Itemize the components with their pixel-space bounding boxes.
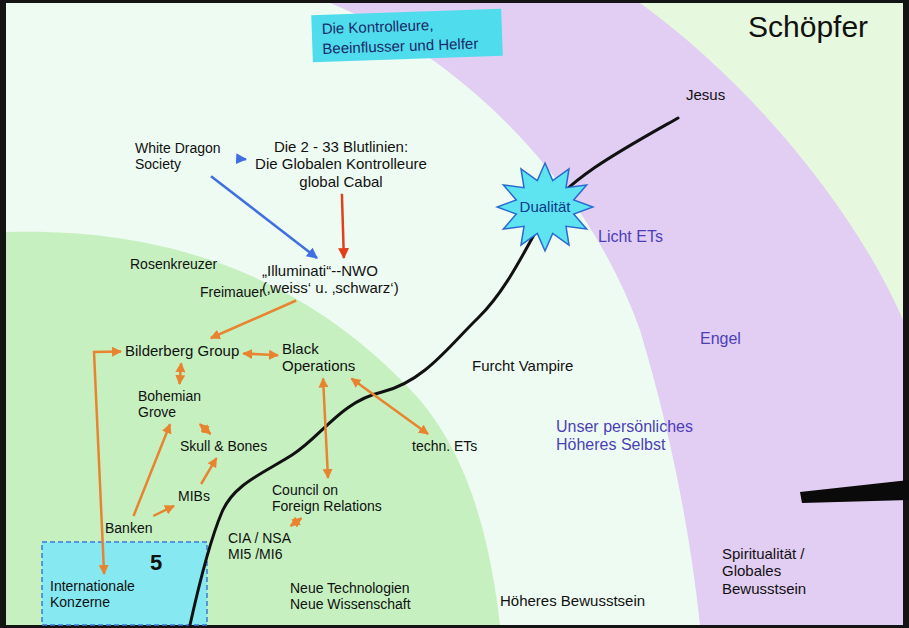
free-label: Furcht Vampire xyxy=(472,357,573,374)
text-node: Bilderberg Group xyxy=(125,342,239,359)
text-node: CIA / NSA MI5 /MI6 xyxy=(228,530,298,562)
path-line xyxy=(190,118,678,625)
text-node: MIBs xyxy=(178,488,210,504)
free-label: Licht ETs xyxy=(598,228,663,246)
node-text: Banken xyxy=(105,520,152,536)
free-label: Schöpfer xyxy=(748,10,868,45)
free-label: 5 xyxy=(150,550,162,575)
text-node: Bohemian Grove xyxy=(138,388,218,420)
free-label: Freimauer xyxy=(200,284,264,300)
text-node: „Illuminati“--NWO (‚weiss‘ u. ‚schwarz‘) xyxy=(262,262,427,297)
node-text: „Illuminati“--NWO (‚weiss‘ u. ‚schwarz‘) xyxy=(262,262,427,297)
text-node: Internationale Konzerne xyxy=(50,578,160,610)
arrow-connector xyxy=(153,506,174,516)
free-label: Höheres Bewusstsein xyxy=(500,592,645,609)
node-text: CIA / NSA MI5 /MI6 xyxy=(228,530,298,562)
arrow-connector xyxy=(134,424,170,516)
arrow-connector xyxy=(239,158,246,161)
arrow-connector xyxy=(211,301,296,339)
dashed-cyan-box xyxy=(42,542,207,625)
free-label: Unser persönliches Höheres Selbst xyxy=(556,418,726,455)
arrow-connector xyxy=(243,354,278,356)
node-text: Skull & Bones xyxy=(180,438,267,454)
arrow-connector xyxy=(351,379,428,435)
arrow-connector xyxy=(342,194,344,258)
pointer-stick xyxy=(800,480,909,503)
arrow-connector xyxy=(200,424,211,434)
title-text: Die Kontrolleure, Beeinflusser und Helfe… xyxy=(321,13,492,58)
text-node: Die 2 - 33 Blutlinien:Die Globalen Kontr… xyxy=(250,138,432,190)
arrow-connector xyxy=(323,379,328,479)
node-text: Die Globalen Kontrolleure global Cabal xyxy=(250,155,432,190)
arrow-connector xyxy=(180,363,182,384)
title-banner: Die Kontrolleure, Beeinflusser und Helfe… xyxy=(311,9,503,63)
free-label: Spiritualität / Globales Bewusstsein xyxy=(722,545,827,597)
text-node: techn. ETs xyxy=(412,438,477,454)
text-node: Council on Foreign Relations xyxy=(272,482,386,514)
arrow-connector xyxy=(291,518,302,526)
text-node: Banken xyxy=(105,520,152,536)
text-node: White Dragon Society xyxy=(135,140,235,172)
arrow-connector xyxy=(94,352,121,574)
node-text: techn. ETs xyxy=(412,438,477,454)
text-node: Skull & Bones xyxy=(180,438,267,454)
arrow-connector xyxy=(201,458,216,484)
creator-region xyxy=(640,3,903,320)
node-text: MIBs xyxy=(178,488,210,504)
star-shape xyxy=(497,163,593,251)
star-burst: Dualität xyxy=(495,161,595,253)
free-label: Engel xyxy=(700,330,741,348)
free-label: Jesus xyxy=(686,86,725,103)
node-text: Dualität xyxy=(520,198,571,215)
node-text: Bohemian Grove xyxy=(138,388,218,420)
free-label: Neue Technologien Neue Wissenschaft xyxy=(290,580,420,612)
free-label: Rosenkreuzer xyxy=(130,256,217,272)
node-text: Black Operations xyxy=(282,340,362,375)
node-text: Die 2 - 33 Blutlinien: xyxy=(250,138,432,155)
node-text: Council on Foreign Relations xyxy=(272,482,386,514)
slide-ground xyxy=(6,3,903,625)
node-text: Bilderberg Group xyxy=(125,342,239,359)
purple-band xyxy=(330,3,903,625)
node-text: Internationale Konzerne xyxy=(50,578,160,610)
node-text: White Dragon Society xyxy=(135,140,235,172)
green-region xyxy=(6,232,500,625)
text-node: Black Operations xyxy=(282,340,362,375)
